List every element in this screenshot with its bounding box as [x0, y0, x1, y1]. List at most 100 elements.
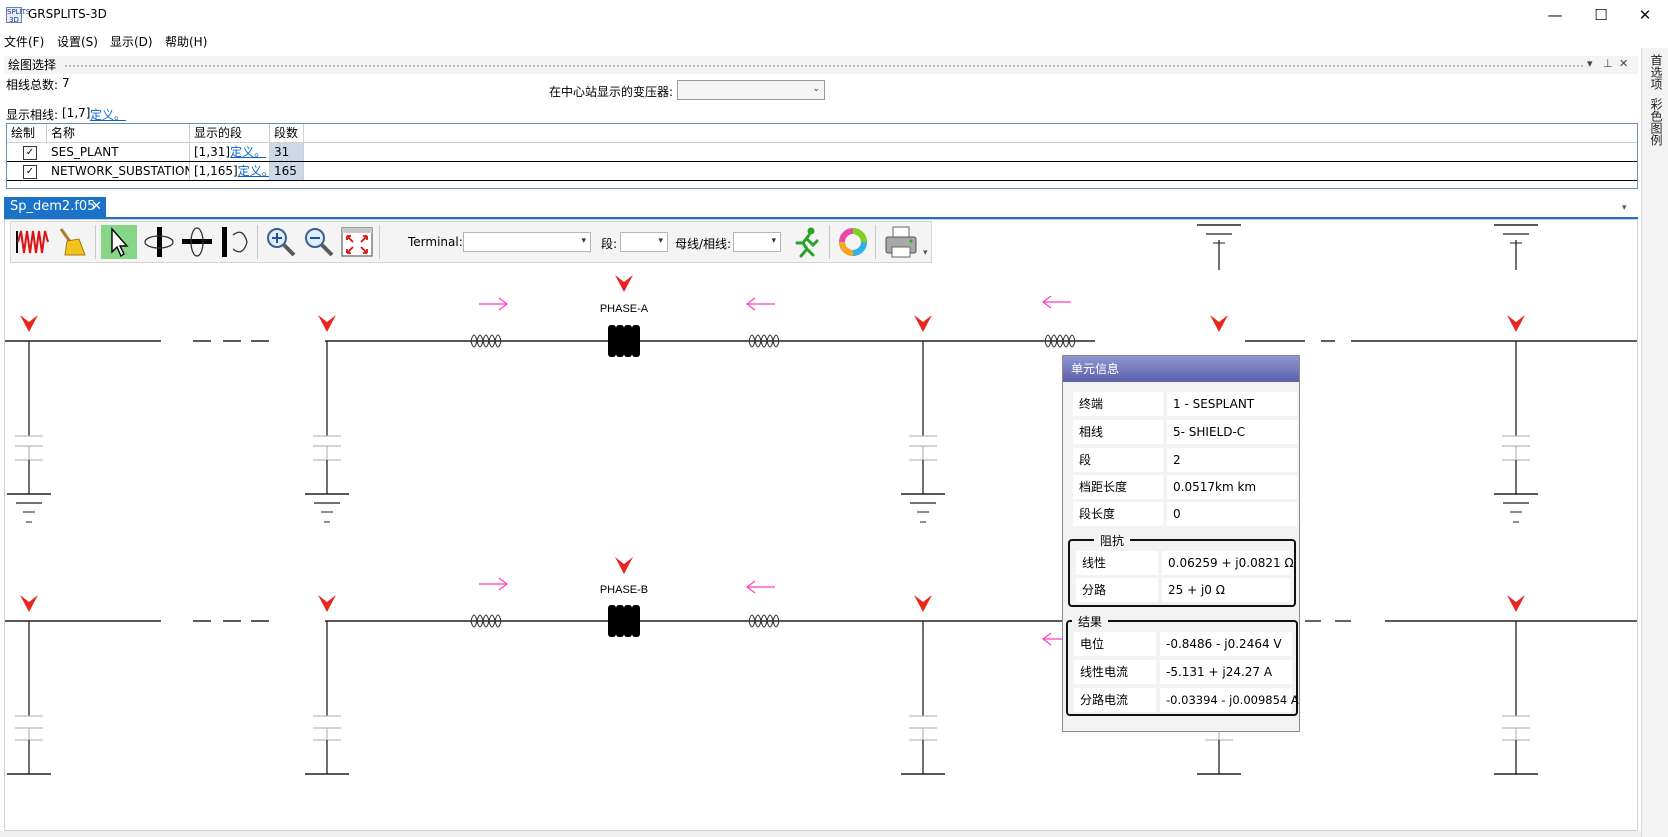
zoom-in-icon	[267, 228, 296, 257]
info-row: 段 2	[1073, 448, 1299, 472]
menu-help[interactable]: 帮助(H)	[165, 35, 208, 49]
define-link[interactable]: 定义。	[90, 108, 127, 122]
row-define-link[interactable]: 定义。	[230, 145, 267, 159]
info-value-segment: 2	[1167, 448, 1297, 472]
pointer-icon	[111, 227, 129, 258]
row-range: [1,31]定义。	[190, 143, 270, 161]
status-strip	[0, 831, 1641, 837]
phase-b-label: PHASE-B	[600, 584, 648, 596]
info-label-phase: 相线	[1073, 420, 1163, 444]
tab-preferences[interactable]: 首选项	[1649, 54, 1663, 90]
zoom-in-button[interactable]	[263, 225, 299, 259]
chevron-down-icon: ▾	[771, 236, 776, 246]
title-bar	[0, 0, 1668, 30]
info-label-shunt: 分路	[1076, 578, 1158, 602]
row-range: [1,165]定义。	[190, 162, 270, 180]
menu-settings[interactable]: 设置(S)	[57, 35, 98, 49]
row-checkbox[interactable]: ✓	[23, 146, 37, 160]
color-legend-button[interactable]	[835, 225, 871, 259]
row-name: NETWORK_SUBSTATION	[47, 162, 190, 180]
panel-dropdown-icon[interactable]: ▾	[1587, 57, 1593, 70]
zoom-out-button[interactable]	[301, 225, 337, 259]
panel-title: 绘图选择	[8, 58, 57, 72]
info-value-terminal: 1 - SESPLANT	[1167, 392, 1297, 416]
info-label-segment: 段	[1073, 448, 1163, 472]
rotate-axis-button[interactable]	[217, 225, 253, 259]
rotate-horizontal-button[interactable]	[179, 225, 215, 259]
clear-button[interactable]	[53, 225, 89, 259]
rotate-horizontal-icon	[182, 227, 212, 257]
row-range-value: [1,165]	[194, 164, 238, 178]
col-header-name[interactable]: 名称	[47, 124, 190, 143]
bus-b: PHASE-B	[5, 557, 1641, 646]
minimize-button[interactable]: —	[1547, 6, 1563, 24]
bus-phase-select[interactable]: ▾	[733, 232, 781, 252]
info-value-shunt-current: -0.03394 - j0.009854 A	[1160, 688, 1299, 712]
broom-icon	[59, 228, 86, 256]
menu-display[interactable]: 显示(D)	[110, 35, 153, 49]
fit-view-icon	[341, 227, 373, 257]
info-value-potential: -0.8486 - j0.2464 V	[1160, 632, 1292, 656]
tab-color-legend[interactable]: 彩色图例	[1649, 98, 1663, 146]
tab-sp-dem2[interactable]: Sp_dem2.f05	[4, 197, 106, 217]
toolbar-separator	[875, 225, 876, 259]
panel-pin-icon[interactable]: ⊥	[1603, 57, 1613, 70]
info-row: 档距长度 0.0517km km	[1073, 475, 1299, 499]
tab-close-icon[interactable]: ✕	[91, 199, 102, 214]
close-window-button[interactable]: ✕	[1638, 6, 1652, 24]
info-value-series: 0.06259 + j0.0821 Ω	[1162, 551, 1294, 575]
col-header-count[interactable]: 段数	[270, 124, 304, 143]
app-icon: SPLITS 3D	[6, 7, 31, 24]
segment-select[interactable]: ▾	[620, 232, 668, 252]
transformer-select[interactable]: ⌄	[677, 80, 825, 100]
running-man-icon	[795, 227, 819, 258]
window-title: GRSPLITS-3D	[28, 7, 107, 21]
col-header-draw[interactable]: 绘制	[7, 124, 47, 143]
menu-file[interactable]: 文件(F)	[4, 35, 45, 49]
rotate-vertical-button[interactable]	[141, 225, 177, 259]
col-header-filler	[304, 124, 1637, 143]
zoom-out-icon	[305, 228, 334, 257]
toolbar-separator	[379, 225, 380, 259]
fit-view-button[interactable]	[339, 225, 375, 259]
run-button[interactable]	[789, 225, 825, 259]
maximize-button[interactable]: ☐	[1594, 6, 1608, 24]
chevron-down-icon: ▾	[581, 236, 586, 246]
row-count[interactable]: 165	[270, 162, 304, 180]
tab-list-chevron-icon[interactable]: ▾	[1622, 203, 1627, 213]
info-row: 线性 0.06259 + j0.0821 Ω	[1076, 551, 1294, 575]
toolbar-separator	[829, 225, 830, 259]
row-define-link[interactable]: 定义。	[237, 164, 269, 178]
display-phases-range: [1,7]	[62, 106, 91, 120]
results-group: 结果 电位 -0.8486 - j0.2464 V 线性电流 -5.131 + …	[1066, 613, 1299, 716]
right-dock: 首选项 彩色图例	[1641, 48, 1668, 837]
results-title: 结果	[1072, 613, 1109, 630]
rotate-axis-icon	[222, 227, 248, 257]
toolbar-separator	[95, 225, 96, 259]
info-label-segment-length: 段长度	[1073, 502, 1163, 526]
info-label-series: 线性	[1076, 551, 1158, 575]
print-button[interactable]	[883, 225, 919, 259]
rotate-vertical-icon	[144, 227, 174, 257]
panel-close-icon[interactable]: ✕	[1619, 57, 1629, 70]
row-count[interactable]: 31	[270, 143, 304, 161]
transformer-label: 在中心站显示的变压器:	[549, 85, 674, 99]
info-label-terminal: 终端	[1073, 392, 1163, 416]
printer-icon	[885, 226, 917, 258]
toolbar-overflow-icon[interactable]: ▾	[923, 248, 928, 258]
row-name: SES_PLANT	[47, 143, 190, 161]
total-phases-value: 7	[62, 76, 70, 90]
waveform-button[interactable]	[15, 225, 51, 259]
diagram-canvas[interactable]: PHASE-A PHASE-B	[4, 219, 1641, 831]
display-phases-label: 显示相线:	[6, 108, 59, 122]
panel-grip	[64, 64, 1584, 68]
total-phases-label: 相线总数:	[6, 78, 59, 92]
row-checkbox[interactable]: ✓	[23, 165, 37, 179]
color-wheel-icon	[839, 228, 867, 256]
select-tool-button[interactable]	[101, 225, 137, 259]
col-header-range[interactable]: 显示的段	[190, 124, 270, 143]
table-row-selected[interactable]	[7, 161, 1637, 181]
terminal-select[interactable]: ▾	[463, 232, 591, 252]
menu-bar: 文件(F) 设置(S) 显示(D) 帮助(H)	[0, 30, 1640, 52]
diagram-toolbar: Terminal: ▾ 段: ▾ 母线/相线: ▾ ▾	[10, 221, 932, 263]
